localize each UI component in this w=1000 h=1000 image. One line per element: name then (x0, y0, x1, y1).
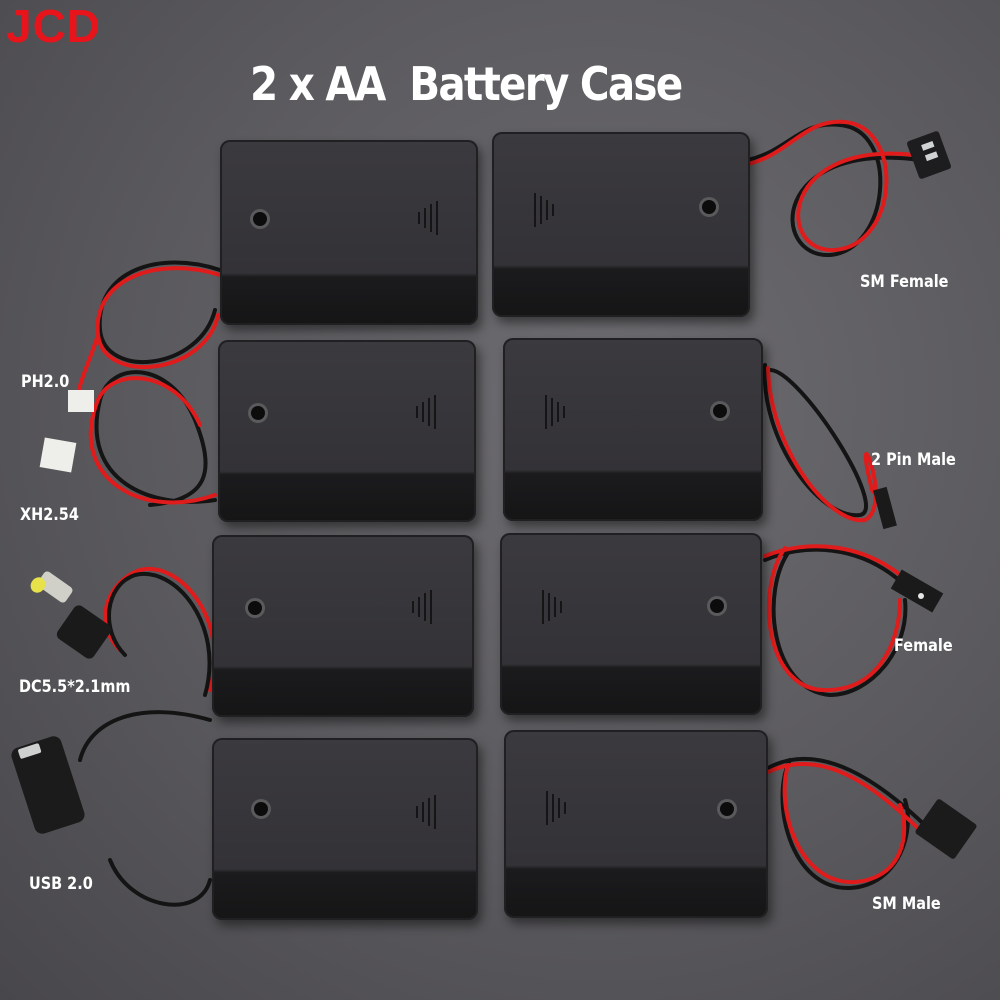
screw-hole-icon (713, 404, 727, 418)
label-ph2-0: PH2.0 (21, 372, 70, 392)
screw-hole-icon (702, 200, 716, 214)
screw-hole-icon (710, 599, 724, 613)
screw-hole-icon (253, 212, 267, 226)
label-female: Female (894, 636, 953, 656)
grip-ridges-icon (416, 794, 436, 830)
label-sm-female: SM Female (860, 272, 949, 292)
label-sm-male: SM Male (872, 894, 941, 914)
screw-hole-icon (720, 802, 734, 816)
grip-ridges-icon (416, 394, 436, 430)
grip-ridges-icon (412, 589, 432, 625)
screw-hole-icon (251, 406, 265, 420)
label-xh2-54: XH2.54 (20, 505, 79, 525)
screw-hole-icon (248, 601, 262, 615)
grip-ridges-icon (534, 192, 554, 228)
grip-ridges-icon (546, 790, 566, 826)
label-2-pin-male: 2 Pin Male (871, 450, 956, 470)
battery-case-left-4 (212, 738, 478, 920)
product-title: 2 x AA Battery Case (250, 57, 683, 111)
battery-case-left-3 (212, 535, 474, 717)
battery-case-right-3 (500, 533, 762, 715)
battery-case-right-4 (504, 730, 768, 918)
grip-ridges-icon (418, 200, 438, 236)
battery-case-right-1 (492, 132, 750, 317)
battery-case-right-2 (503, 338, 763, 521)
brand-logo: JCD (6, 0, 102, 52)
grip-ridges-icon (545, 394, 565, 430)
screw-hole-icon (254, 802, 268, 816)
grip-ridges-icon (542, 589, 562, 625)
battery-case-left-2 (218, 340, 476, 522)
label-dc5-5-2-1mm: DC5.5*2.1mm (19, 677, 131, 697)
battery-case-left-1 (220, 140, 478, 325)
label-usb-2-0: USB 2.0 (29, 874, 93, 894)
